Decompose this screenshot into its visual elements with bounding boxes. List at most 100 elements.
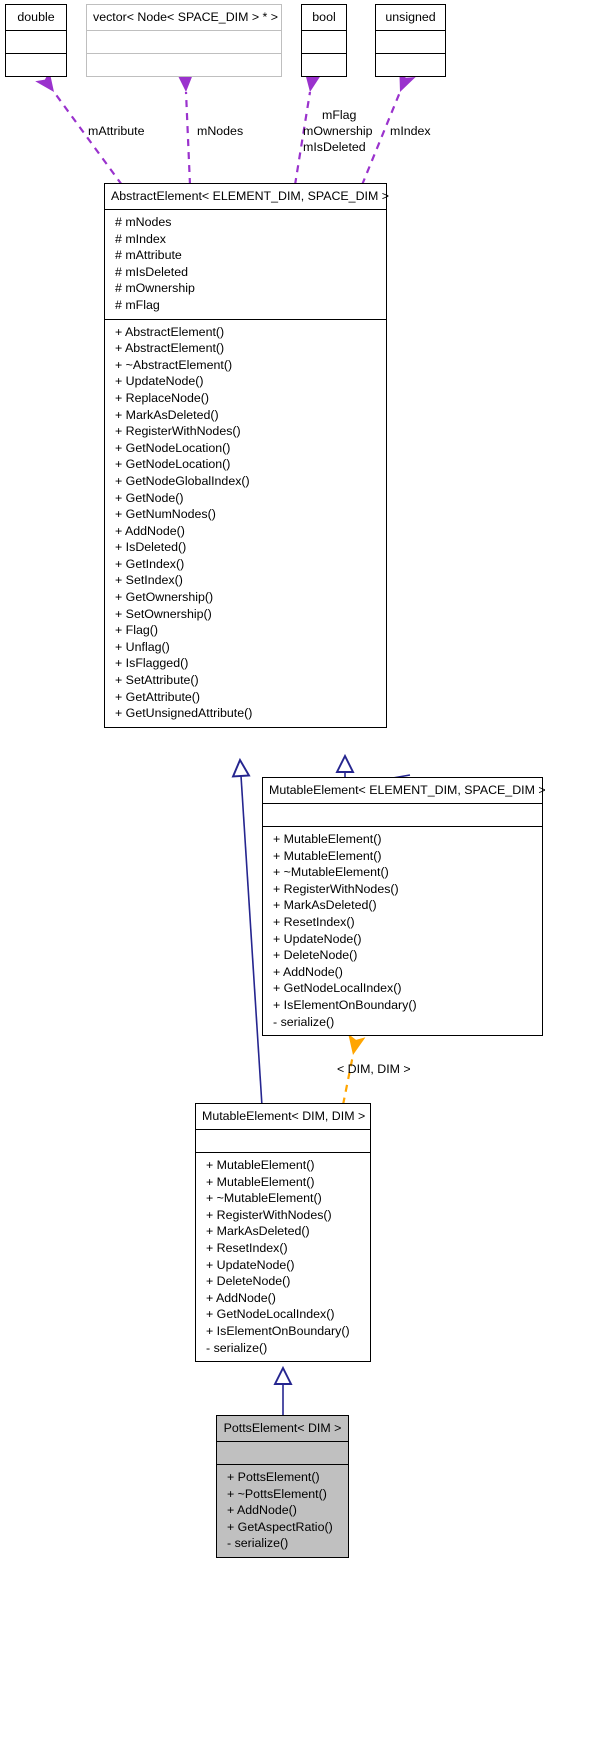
class-member-row[interactable]: + MarkAsDeleted() [206,1224,310,1239]
divider [263,803,542,804]
class-member-row[interactable]: + GetNodeLocation() [115,440,231,455]
class-member-row[interactable]: + GetAspectRatio() [227,1519,333,1534]
class-member-row[interactable]: # mNodes [115,215,172,229]
class-member-row[interactable]: + SetIndex() [115,573,183,588]
class-box-mutable-element-generic[interactable]: MutableElement< ELEMENT_DIM, SPACE_DIM >… [262,777,546,1037]
class-member-row[interactable]: + ~MutableElement() [273,865,389,880]
class-member-row[interactable]: + AddNode() [273,964,343,979]
class-member-row[interactable]: + GetNodeGlobalIndex() [115,473,250,488]
class-box-vector-node[interactable]: vector< Node< SPACE_DIM > * > [86,4,282,77]
class-member-row[interactable]: + GetOwnership() [115,590,214,605]
class-member-row[interactable]: + ~MutableElement() [206,1191,322,1206]
divider [87,30,281,31]
class-member-row[interactable]: + ReplaceNode() [115,390,210,405]
class-member-row[interactable]: + RegisterWithNodes() [273,881,399,896]
class-box-double[interactable]: double [5,4,67,77]
attributes-section [217,1442,348,1464]
edge-label-dim-dim: < DIM, DIM > [337,1062,411,1076]
class-title: vector< Node< SPACE_DIM > * > [93,10,279,24]
class-member-row[interactable]: + MutableElement() [206,1174,315,1189]
class-title: MutableElement< ELEMENT_DIM, SPACE_DIM > [269,783,546,797]
class-member-row[interactable]: + GetNodeLocation() [115,457,231,472]
class-member-row[interactable]: + UpdateNode() [115,374,204,389]
class-member-row[interactable]: + IsElementOnBoundary() [273,997,417,1012]
class-member-row[interactable]: + AbstractElement() [115,324,225,339]
class-member-row[interactable]: - serialize() [227,1536,289,1551]
class-box-abstract-element[interactable]: AbstractElement< ELEMENT_DIM, SPACE_DIM … [104,183,389,728]
edge-label-mnodes: mNodes [197,124,244,138]
edge-label-mindex: mIndex [390,124,431,138]
class-member-row[interactable]: + UpdateNode() [206,1257,295,1272]
operations-section: + AbstractElement()+ AbstractElement()+ … [105,320,386,727]
operations-section: + MutableElement() + MutableElement() + ~M… [263,827,542,1035]
class-member-row[interactable]: + MutableElement() [273,832,382,846]
class-member-row[interactable]: + RegisterWithNodes() [206,1207,332,1222]
class-member-row[interactable]: + GetAttribute() [115,689,201,704]
class-member-row[interactable]: + ~PottsElement() [227,1486,327,1501]
operations-section [87,54,281,76]
attributes-section [196,1130,370,1152]
class-member-row[interactable]: # mAttribute [115,248,182,263]
divider [376,30,445,31]
divider [196,1152,370,1153]
class-member-row[interactable]: + AbstractElement() [115,341,225,356]
class-member-row[interactable]: + MarkAsDeleted() [273,898,377,913]
operations-section [302,54,346,76]
class-title: AbstractElement< ELEMENT_DIM, SPACE_DIM … [111,189,389,203]
edge-label-mflag: mFlag [322,108,357,122]
class-box-mutable-element-dim[interactable]: MutableElement< DIM, DIM > + MutableElem… [195,1103,371,1363]
class-member-row[interactable]: + IsElementOnBoundary() [206,1323,350,1338]
class-member-row[interactable]: + GetIndex() [115,556,185,571]
operations-section [6,54,66,76]
class-member-row[interactable]: + ResetIndex() [206,1240,288,1255]
class-member-row[interactable]: # mOwnership [115,281,195,296]
class-member-row[interactable]: + GetNodeLocalIndex() [206,1307,335,1322]
class-title: bool [312,10,336,24]
class-member-row[interactable]: + GetNodeLocalIndex() [273,981,402,996]
class-member-row[interactable]: + DeleteNode() [206,1274,291,1289]
class-member-row[interactable]: + UpdateNode() [273,931,362,946]
edge-label-mattribute: mAttribute [88,124,145,138]
class-member-row[interactable]: # mIsDeleted [115,264,189,279]
class-member-row[interactable]: + MutableElement() [206,1158,315,1172]
class-member-row[interactable]: + MarkAsDeleted() [115,407,219,422]
class-member-row[interactable]: + Flag() [115,623,159,638]
divider [302,30,346,31]
class-member-row[interactable]: + SetOwnership() [115,606,212,621]
class-box-bool[interactable]: bool [301,4,347,77]
class-title: double [17,10,55,24]
divider [376,53,445,54]
operations-section: + MutableElement() + MutableElement() + ~M… [196,1153,370,1361]
class-member-row[interactable]: + RegisterWithNodes() [115,424,241,439]
class-member-row[interactable]: + ResetIndex() [273,914,355,929]
class-member-row[interactable]: + PottsElement() [227,1470,320,1484]
class-member-row[interactable]: + GetNumNodes() [115,507,216,522]
class-member-row[interactable]: + SetAttribute() [115,673,199,688]
divider [6,30,66,31]
class-member-row[interactable]: + GetUnsignedAttribute() [115,706,253,721]
divider [87,53,281,54]
edge-label-misdeleted: mIsDeleted [303,140,366,154]
class-box-potts-element[interactable]: PottsElement< DIM > + PottsElement() + ~P… [216,1415,349,1558]
class-member-row[interactable]: + AddNode() [206,1290,276,1305]
class-member-row[interactable]: + AddNode() [115,523,185,538]
class-member-row[interactable]: + IsDeleted() [115,540,187,555]
class-title: PottsElement< DIM > [217,1416,348,1441]
attributes-section [302,31,346,53]
class-member-row[interactable]: + IsFlagged() [115,656,189,671]
class-member-row[interactable]: - serialize() [206,1340,268,1355]
class-member-row[interactable]: + Unflag() [115,639,170,654]
class-member-row[interactable]: # mIndex [115,231,166,246]
divider [105,318,386,320]
class-member-row[interactable]: + ~AbstractElement() [115,357,233,372]
class-member-row[interactable]: # mFlag [115,297,160,312]
class-member-row[interactable]: + AddNode() [227,1503,297,1518]
class-member-row[interactable]: + DeleteNode() [273,948,358,963]
class-title: unsigned [385,10,436,24]
attributes-section [263,804,542,826]
class-member-row[interactable]: + GetNode() [115,490,184,505]
class-member-row[interactable]: - serialize() [273,1014,335,1029]
class-box-unsigned[interactable]: unsigned [375,4,446,77]
class-member-row[interactable]: + MutableElement() [273,848,382,863]
edge-label-mownership: mOwnership [303,124,373,138]
